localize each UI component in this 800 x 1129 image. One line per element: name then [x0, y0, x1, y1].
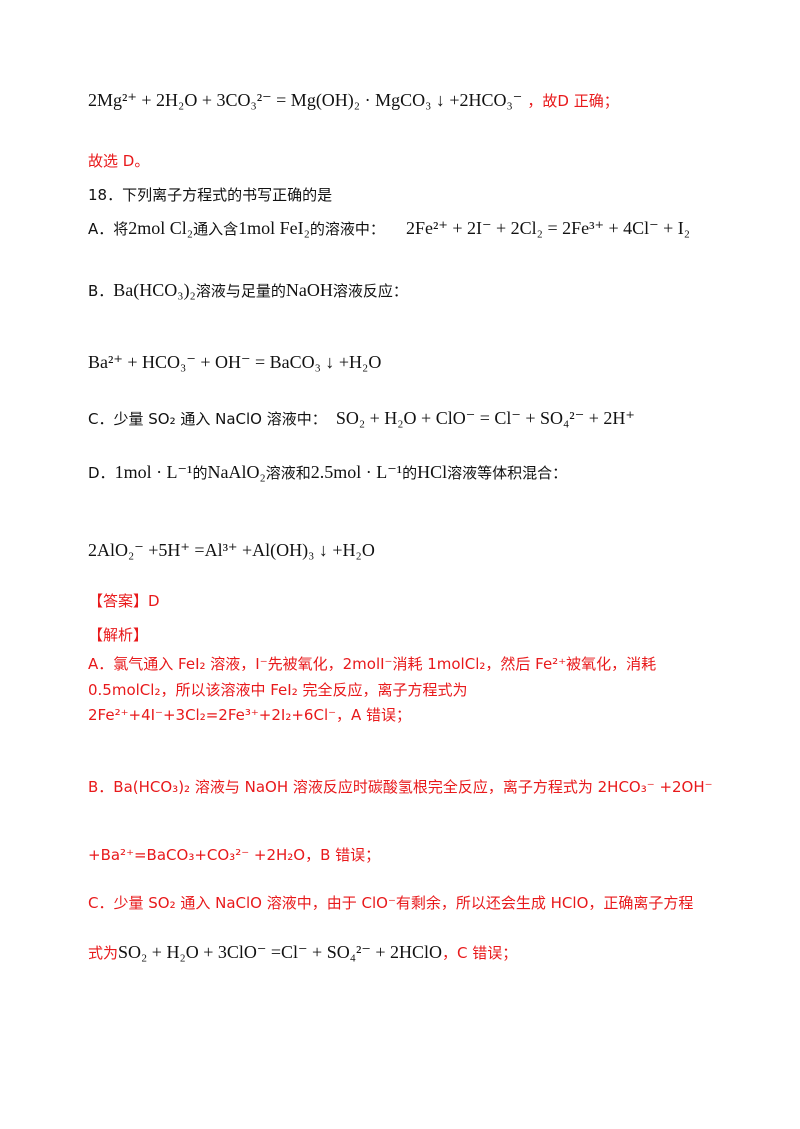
- analysis-c-line-1: C．少量 SO₂ 通入 NaClO 溶液中，由于 ClO⁻有剩余，所以还会生成 …: [88, 894, 694, 912]
- option-d: D．1mol · L⁻¹的NaAlO₂溶液和2.5mol · L⁻¹的HCl溶液…: [88, 462, 720, 483]
- prev-equation-d: 2Mg²⁺ + 2H₂O + 3CO₃²⁻ = Mg(OH)₂ · MgCO₃ …: [88, 90, 523, 110]
- option-d-amount-2: 2.5mol · L⁻¹: [310, 462, 403, 482]
- option-c-equation: SO₂ + H₂O + ClO⁻ = Cl⁻ + SO₄²⁻ + 2H⁺: [335, 408, 635, 428]
- option-a: A．将2mol Cl₂通入含1mol FeI₂的溶液中： 2Fe²⁺ + 2I⁻…: [88, 218, 720, 239]
- analysis-c-tail: ，C 错误；: [442, 944, 518, 962]
- option-b-text-1: 溶液与足量的: [195, 282, 286, 300]
- option-d-label: D．: [88, 464, 115, 482]
- option-c: C．少量 SO₂ 通入 NaClO 溶液中： SO₂ + H₂O + ClO⁻ …: [88, 408, 720, 429]
- question-stem: 18．下列离子方程式的书写正确的是: [88, 186, 333, 204]
- option-d-text-3: 的: [402, 464, 418, 482]
- option-a-text-1: A．将: [88, 220, 129, 238]
- option-c-text: C．少量 SO₂ 通入 NaClO 溶液中：: [88, 410, 327, 428]
- option-b-text-2: 溶液反应：: [332, 282, 408, 300]
- option-a-equation: 2Fe²⁺ + 2I⁻ + 2Cl₂ = 2Fe³⁺ + 4Cl⁻ + I₂: [405, 218, 691, 238]
- option-b-reagent-2: NaOH: [285, 280, 333, 300]
- analysis-a: A．氯气通入 FeI₂ 溶液，I⁻先被氧化，2molI⁻消耗 1molCl₂，然…: [88, 655, 657, 724]
- analysis-title: 【解析】: [88, 626, 149, 644]
- option-a-text-3: 的溶液中：: [309, 220, 385, 238]
- analysis-c-prefix: 式为: [88, 944, 119, 962]
- option-d-reagent-1: NaAlO₂: [207, 462, 266, 482]
- prev-eq-line: 2Mg²⁺ + 2H₂O + 3CO₃²⁻ = Mg(OH)₂ · MgCO₃ …: [88, 90, 720, 111]
- analysis-b-line-1: B．Ba(HCO₃)₂ 溶液与 NaOH 溶液反应时碳酸氢根完全反应，离子方程式…: [88, 778, 713, 796]
- answer-label: 【答案】D: [88, 592, 160, 610]
- prev-eq-d-tail: ，故D 正确；: [527, 92, 619, 110]
- option-b-equation: Ba²⁺ + HCO₃⁻ + OH⁻ = BaCO₃ ↓ +H₂O: [88, 352, 382, 372]
- option-d-text-2: 溶液和: [265, 464, 311, 482]
- option-a-amount-cl2: 2mol Cl₂: [128, 218, 194, 238]
- option-d-reagent-2: HCl: [417, 462, 448, 482]
- option-d-amount-1: 1mol · L⁻¹: [114, 462, 193, 482]
- option-d-equation: 2AlO₂⁻ +5H⁺ =Al³⁺ +Al(OH)₃ ↓ +H₂O: [88, 540, 375, 560]
- analysis-b-line-2: +Ba²⁺=BaCO₃+CO₃²⁻ +2H₂O，B 错误；: [88, 846, 381, 864]
- option-d-text-4: 溶液等体积混合：: [447, 464, 568, 482]
- analysis-c-line-2: 式为SO₂ + H₂O + 3ClO⁻ =Cl⁻ + SO₄²⁻ + 2HClO…: [88, 942, 720, 963]
- prev-conclusion: 故选 D。: [88, 152, 150, 170]
- option-a-amount-fei2: 1mol FeI₂: [238, 218, 310, 238]
- analysis-c-equation: SO₂ + H₂O + 3ClO⁻ =Cl⁻ + SO₄²⁻ + 2HClO: [118, 942, 443, 962]
- option-b-label: B．: [88, 282, 114, 300]
- option-a-text-2: 通入含: [193, 220, 239, 238]
- option-d-text-1: 的: [192, 464, 208, 482]
- option-b-reagent: Ba(HCO₃)₂: [113, 280, 196, 300]
- option-b: B．Ba(HCO₃)₂溶液与足量的NaOH溶液反应：: [88, 280, 720, 301]
